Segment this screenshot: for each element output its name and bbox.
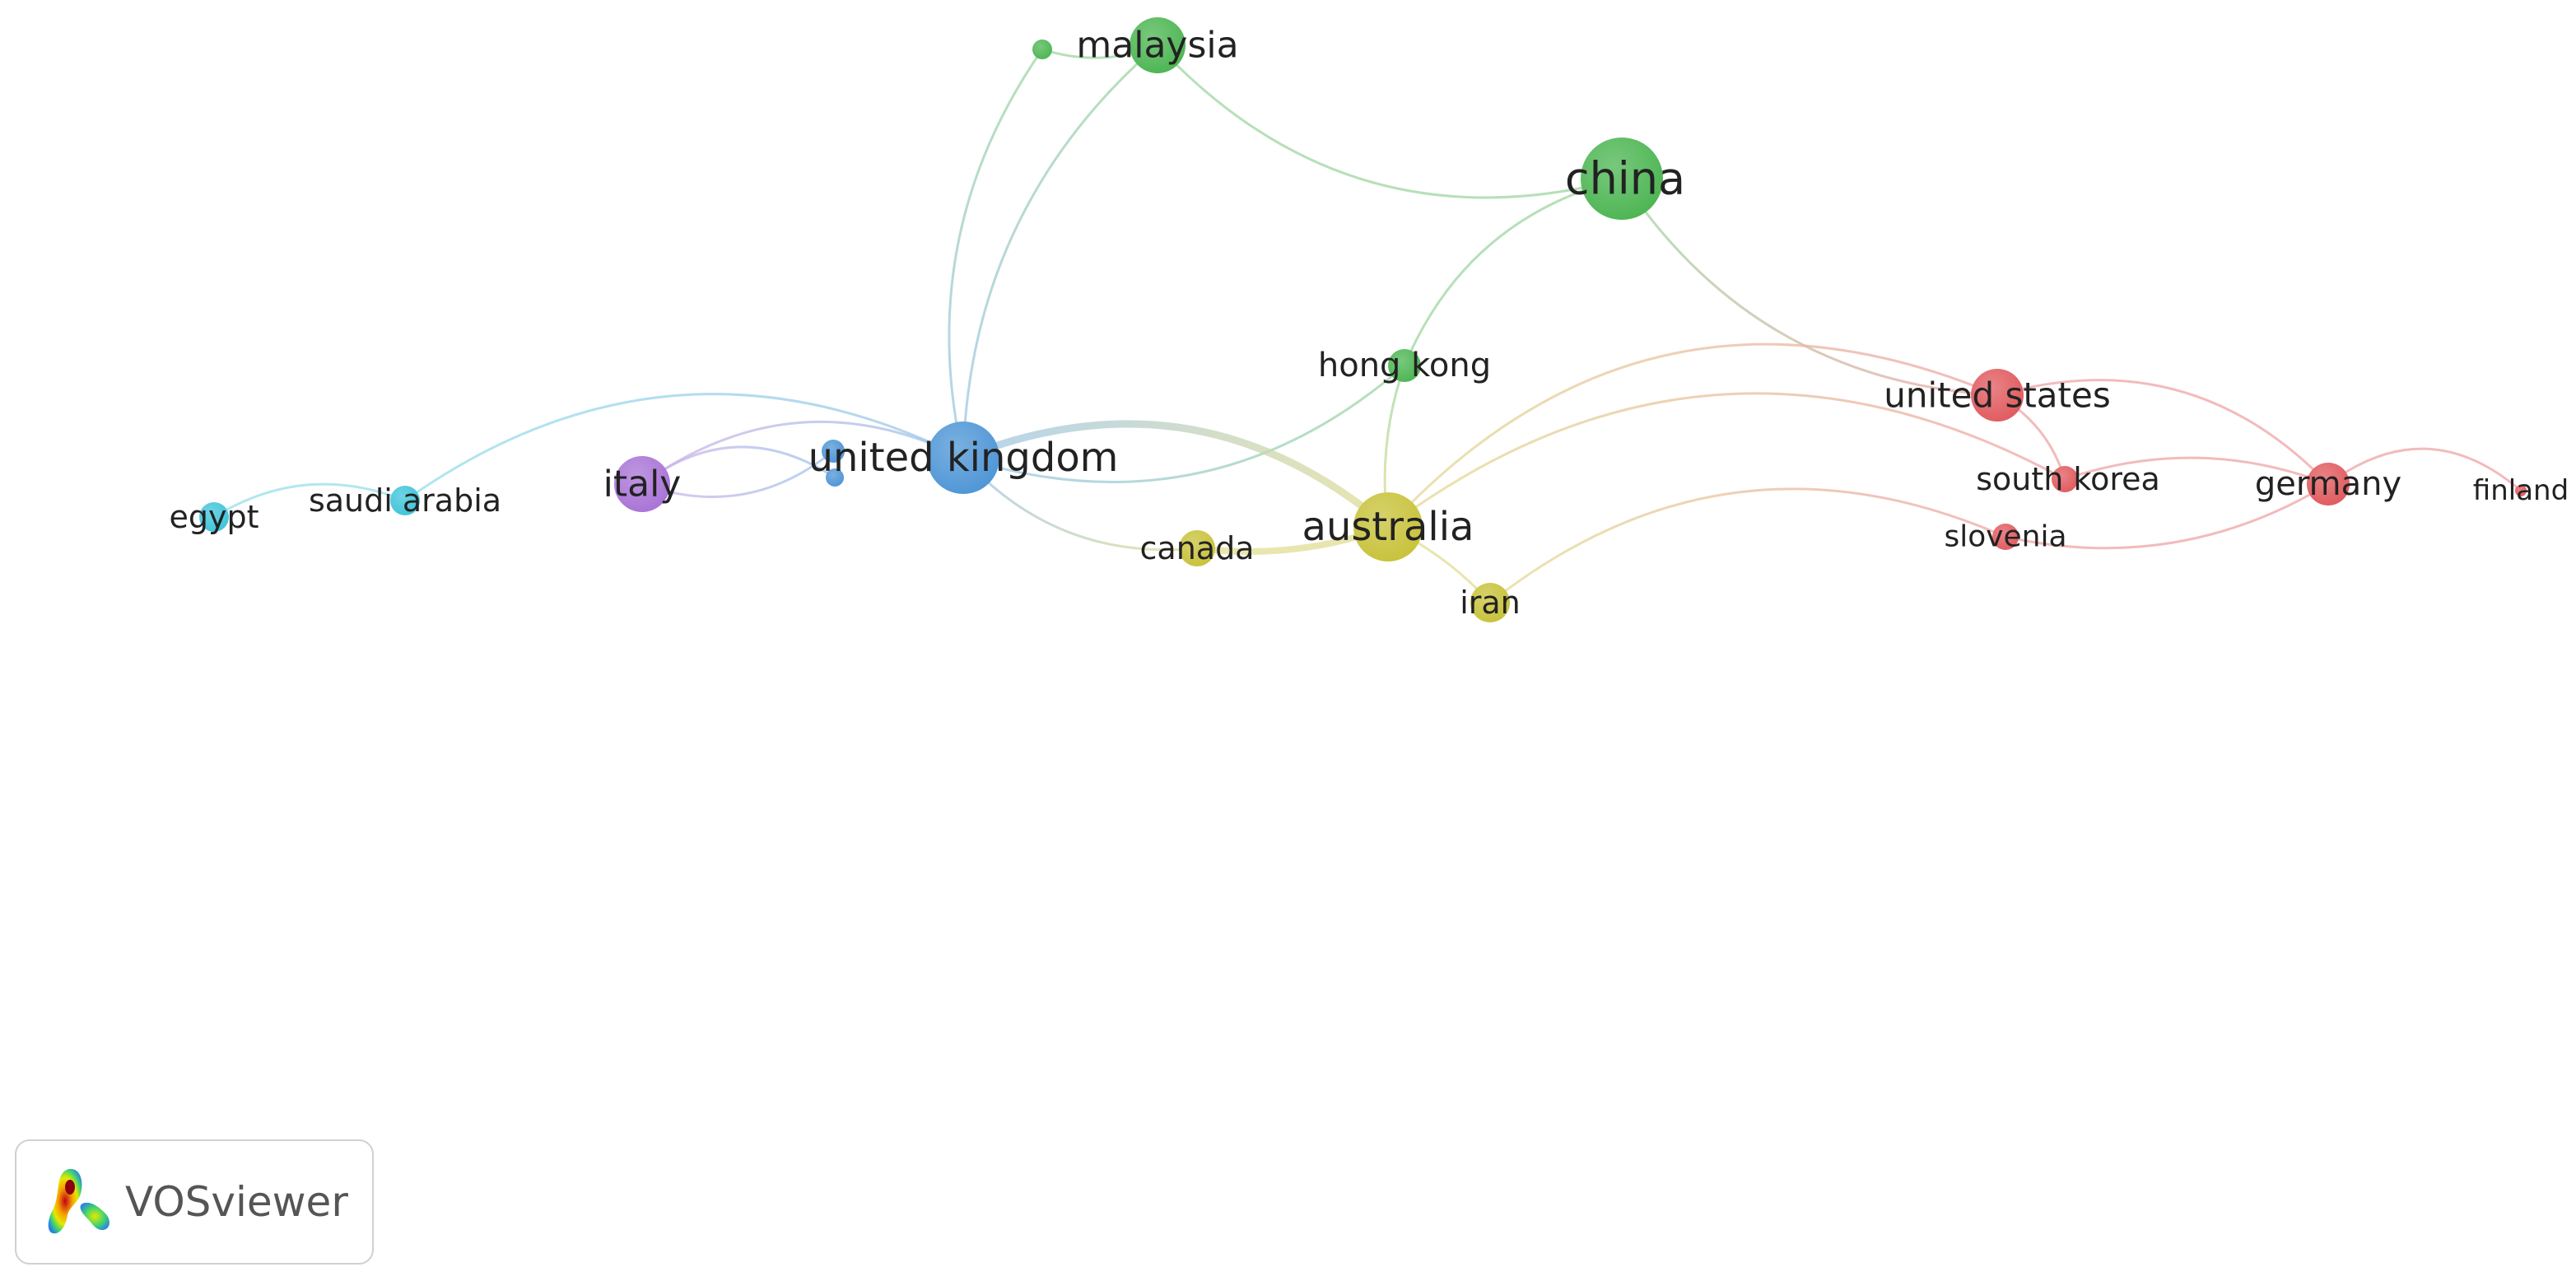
link-italy-small-blue-2[interactable]: [641, 445, 836, 486]
node-label-malaysia[interactable]: malaysia: [1076, 25, 1238, 67]
link-china-hong-kong[interactable]: [1403, 177, 1623, 367]
node-china[interactable]: [1581, 137, 1663, 220]
node-iran[interactable]: [1470, 583, 1510, 622]
node-label-italy[interactable]: italy: [603, 463, 682, 505]
node-south-korea[interactable]: [2052, 466, 2078, 492]
vosviewer-logo-icon: [48, 1168, 109, 1234]
node-label-united-kingdom[interactable]: united kingdom: [808, 435, 1119, 481]
link-slovenia-germany[interactable]: [2004, 482, 2330, 550]
link-germany-finland[interactable]: [2327, 447, 2522, 492]
node-italy[interactable]: [614, 456, 670, 512]
node-small-green[interactable]: [1032, 40, 1052, 59]
node-small-blue-1[interactable]: [822, 440, 845, 463]
link-hong-kong-united-kingdom[interactable]: [962, 364, 1406, 483]
node-label-finland[interactable]: finland: [2473, 474, 2569, 507]
node-germany[interactable]: [2307, 463, 2350, 505]
link-china-united-states[interactable]: [1620, 177, 1999, 397]
link-australia-united-states[interactable]: [1386, 342, 1999, 529]
node-australia[interactable]: [1353, 492, 1423, 561]
node-label-egypt[interactable]: egypt: [169, 499, 259, 535]
link-united-kingdom-australia[interactable]: [959, 420, 1392, 531]
node-label-china[interactable]: china: [1565, 153, 1685, 205]
node-label-australia[interactable]: australia: [1302, 504, 1474, 550]
node-united-kingdom[interactable]: [927, 422, 999, 494]
link-united-kingdom-italy[interactable]: [641, 420, 965, 486]
node-small-blue-2[interactable]: [826, 468, 844, 487]
node-label-slovenia[interactable]: slovenia: [1944, 520, 2066, 554]
node-hong-kong[interactable]: [1388, 349, 1421, 382]
vosviewer-logo[interactable]: VOSviewer: [15, 1139, 374, 1265]
node-label-south-korea[interactable]: south korea: [1976, 461, 2160, 497]
vosviewer-logo-text: VOSviewer: [125, 1178, 348, 1226]
link-malaysia-united-kingdom[interactable]: [962, 44, 1159, 459]
node-label-germany[interactable]: germany: [2255, 465, 2401, 503]
link-united-states-germany[interactable]: [1996, 379, 2330, 486]
node-label-iran[interactable]: iran: [1460, 585, 1521, 621]
link-layer: [212, 44, 2522, 604]
link-united-kingdom-saudi-arabia[interactable]: [403, 393, 965, 502]
node-finland[interactable]: [2515, 485, 2527, 496]
node-label-hong-kong[interactable]: hong kong: [1318, 347, 1491, 384]
node-united-states[interactable]: [1971, 369, 2024, 422]
node-slovenia[interactable]: [1992, 524, 2019, 550]
link-iran-slovenia[interactable]: [1488, 487, 2007, 604]
node-canada[interactable]: [1179, 530, 1215, 566]
node-label-saudi-arabia[interactable]: saudi arabia: [309, 482, 501, 519]
node-layer: [199, 17, 2527, 622]
node-egypt[interactable]: [199, 502, 229, 532]
link-malaysia-china[interactable]: [1156, 44, 1623, 199]
link-south-korea-germany[interactable]: [2063, 456, 2330, 486]
node-saudi-arabia[interactable]: [390, 486, 420, 515]
link-australia-south-korea[interactable]: [1386, 392, 2066, 529]
node-label-united-states[interactable]: united states: [1884, 375, 2111, 416]
node-malaysia[interactable]: [1130, 17, 1186, 73]
node-label-canada[interactable]: canada: [1140, 530, 1255, 566]
label-layer: malaysia china hong kong united kingdom ital…: [169, 25, 2569, 622]
link-small-green-united-kingdom[interactable]: [948, 48, 1044, 459]
link-saudi-arabia-egypt[interactable]: [212, 482, 407, 519]
